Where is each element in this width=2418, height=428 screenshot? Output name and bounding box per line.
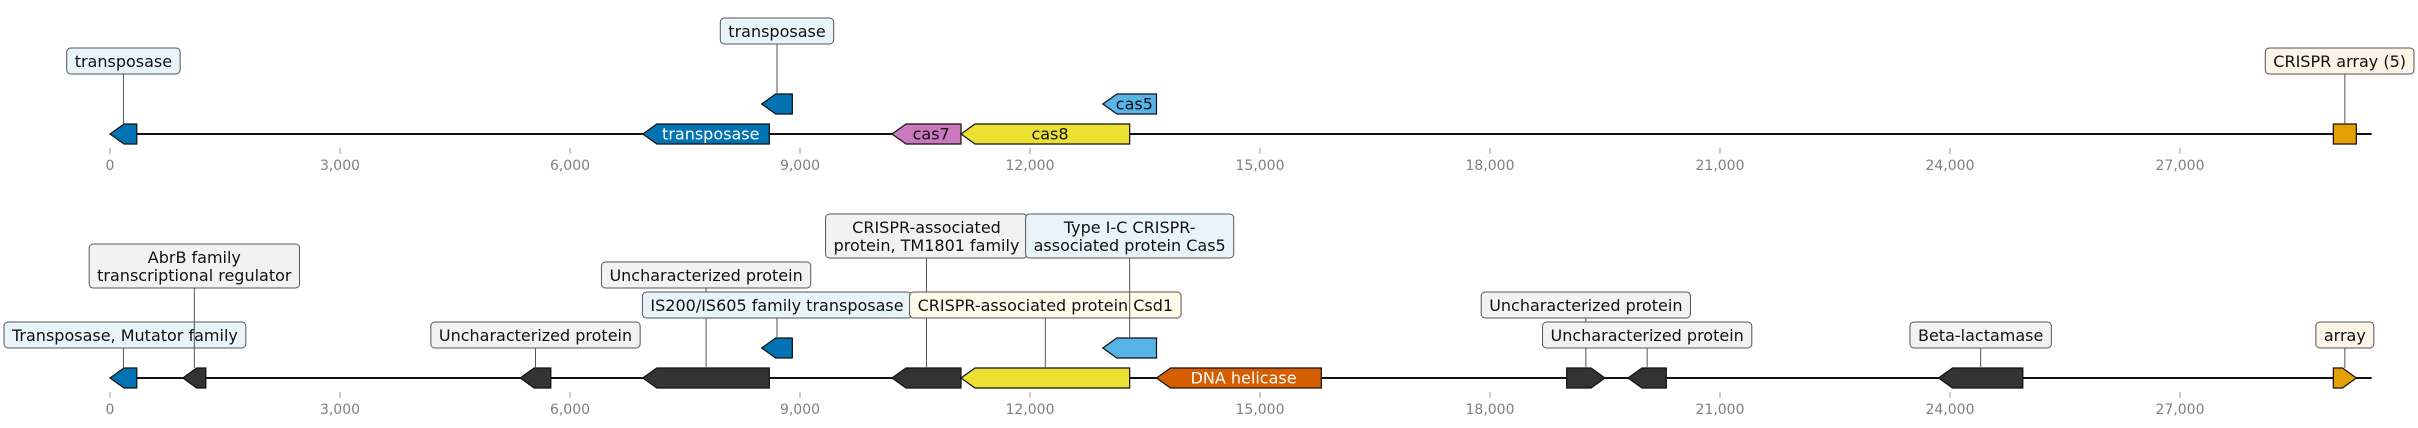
label-box	[3, 321, 247, 349]
gene-feature[interactable]: Beta-lactamase	[1909, 321, 2052, 389]
gene-label: cas7	[913, 125, 950, 144]
axis: 0 3,000 6,000 9,000 12,000 15,000 18,000 21,000…	[106, 392, 2205, 418]
gene-label: transposase	[662, 125, 759, 144]
tick-label: 0	[106, 402, 115, 418]
track-2: 0 3,000 6,000 9,000 12,000 15,000 18,000 21,000…	[3, 213, 2375, 418]
gene-feature[interactable]: Uncharacterized protein	[600, 261, 812, 389]
gene-arrow[interactable]	[181, 367, 207, 389]
gene-feature[interactable]: CRISPR array (5)	[2264, 47, 2415, 145]
gene-arrow[interactable]	[959, 123, 1131, 145]
label-box	[430, 321, 641, 349]
tick-label: 21,000	[1696, 402, 1745, 418]
gene-label: Uncharacterized protein	[439, 326, 632, 345]
tick-label: 27,000	[2156, 402, 2205, 418]
tick-label: 15,000	[1236, 158, 1285, 174]
tick-label: 18,000	[1466, 402, 1515, 418]
gene-feature[interactable]: CRISPR-associated protein Csd1	[909, 291, 1182, 389]
gene-arrow[interactable]	[1155, 367, 1322, 389]
gene-label: Uncharacterized protein	[1489, 296, 1682, 315]
gene-label: Transposase, Mutator family	[11, 326, 238, 345]
gene-arrow[interactable]	[2332, 367, 2358, 389]
gene-feature[interactable]: cas5	[1101, 93, 1158, 115]
gene-feature[interactable]: Uncharacterized protein	[1542, 321, 1753, 389]
axis: 0 3,000 6,000 9,000 12,000 15,000 18,000 21,000…	[106, 148, 2205, 174]
gene-label: IS200/IS605 family transposase	[650, 296, 903, 315]
tick-label: 24,000	[1926, 158, 1975, 174]
gene-label: cas8	[1031, 125, 1068, 144]
gene-feature[interactable]: DNA helicase	[1155, 367, 1322, 389]
gene-feature[interactable]: array	[2315, 321, 2375, 389]
gene-arrow[interactable]	[890, 123, 962, 145]
label-box	[719, 17, 835, 45]
gene-arrow[interactable]	[1937, 367, 2024, 389]
gene-label: transposase	[728, 22, 825, 41]
gene-feature[interactable]: transposase	[66, 47, 181, 145]
gene-feature[interactable]: transposase	[719, 17, 835, 115]
gene-label: Type I-C CRISPR-associated protein Cas5	[1034, 218, 1226, 255]
tick-label: 3,000	[320, 158, 360, 174]
tracks-layer: 0 3,000 6,000 9,000 12,000 15,000 18,000 21,000…	[3, 17, 2415, 418]
label-box	[2315, 321, 2375, 349]
gene-label: Beta-lactamase	[1918, 326, 2043, 345]
gene-feature[interactable]: cas8	[959, 123, 1131, 145]
gene-label: CRISPR-associated protein Csd1	[918, 296, 1174, 315]
gene-feature[interactable]: IS200/IS605 family transposase	[641, 291, 913, 359]
tick-label: 21,000	[1696, 158, 1745, 174]
tick-label: 24,000	[1926, 402, 1975, 418]
gene-label: DNA helicase	[1191, 369, 1297, 388]
gene-label: transposase	[75, 52, 172, 71]
tick-label: 27,000	[2156, 158, 2205, 174]
gene-feature[interactable]: cas7	[890, 123, 962, 145]
label-box	[1480, 291, 1691, 319]
label-box	[66, 47, 181, 75]
tick-label: 18,000	[1466, 158, 1515, 174]
tick-label: 9,000	[780, 158, 820, 174]
gene-feature[interactable]: Transposase, Mutator family	[3, 321, 247, 389]
gene-arrow[interactable]	[1566, 367, 1607, 389]
tick-label: 0	[106, 158, 115, 174]
gene-arrow[interactable]	[641, 123, 770, 145]
gene-feature[interactable]: Type I-C CRISPR-associated protein Cas5	[1025, 213, 1235, 359]
tick-label: 12,000	[1006, 402, 1055, 418]
gene-label: cas5	[1116, 95, 1153, 114]
tick-label: 6,000	[550, 158, 590, 174]
gene-arrow[interactable]	[1626, 367, 1667, 389]
gene-arrow[interactable]	[2332, 123, 2357, 145]
label-box	[600, 261, 812, 289]
gene-arrow[interactable]	[760, 93, 793, 115]
label-box	[1909, 321, 2052, 349]
gene-feature[interactable]: Uncharacterized protein	[1480, 291, 1691, 389]
gene-arrow[interactable]	[959, 367, 1131, 389]
tick-label: 9,000	[780, 402, 820, 418]
gene-arrow[interactable]	[1101, 93, 1158, 115]
gene-arrow[interactable]	[760, 337, 793, 359]
label-box	[909, 291, 1182, 319]
gene-arrow[interactable]	[1101, 337, 1158, 359]
gene-arrow[interactable]	[108, 123, 138, 145]
gene-arrow[interactable]	[890, 367, 962, 389]
label-box	[88, 243, 301, 289]
label-box	[1025, 213, 1235, 259]
tick-label: 15,000	[1236, 402, 1285, 418]
tick-label: 6,000	[550, 402, 590, 418]
track-1: 0 3,000 6,000 9,000 12,000 15,000 18,000 21,000…	[66, 17, 2415, 174]
gene-arrow[interactable]	[519, 367, 552, 389]
gene-feature[interactable]: Uncharacterized protein	[430, 321, 641, 389]
label-box	[1542, 321, 1753, 349]
gene-feature[interactable]: transposase	[641, 123, 770, 145]
gene-arrow[interactable]	[108, 367, 138, 389]
gene-label: array	[2324, 326, 2366, 345]
gene-label: CRISPR array (5)	[2273, 52, 2406, 71]
tick-label: 12,000	[1006, 158, 1055, 174]
gene-label: Uncharacterized protein	[609, 266, 802, 285]
label-box	[2264, 47, 2415, 75]
gene-label: Uncharacterized protein	[1551, 326, 1744, 345]
gene-arrow[interactable]	[641, 367, 770, 389]
tick-label: 3,000	[320, 402, 360, 418]
